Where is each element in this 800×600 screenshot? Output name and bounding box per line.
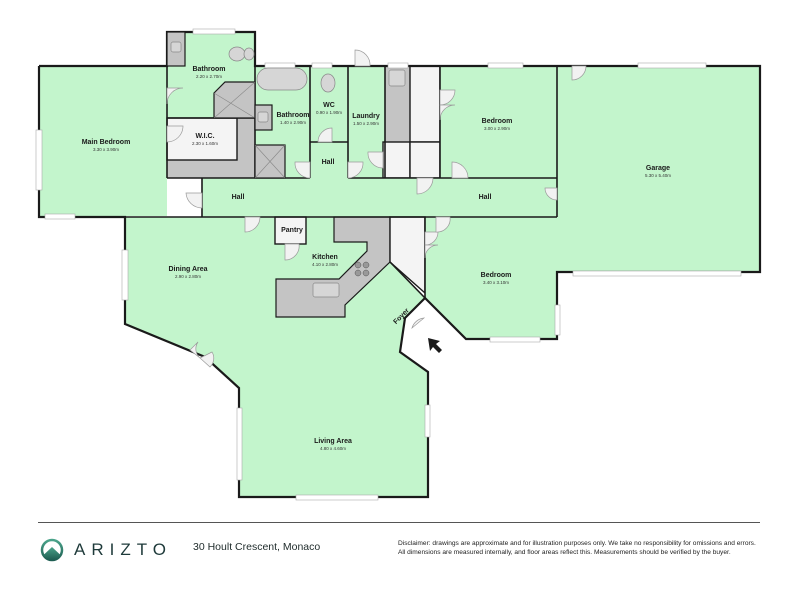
room-bedroom-3 [425,217,557,339]
brand-name: ARIZTO [74,540,173,559]
room-garage [557,66,760,272]
disclaimer: Disclaimer: drawings are approximate and… [398,539,768,557]
mountain-logo-icon [40,538,64,562]
entry-arrow-icon [428,338,442,353]
room-bedroom-2 [440,66,557,178]
room-hall-small [310,142,348,178]
room-main-bedroom [39,66,167,216]
disclaimer-line-2: All dimensions are measured internally, … [398,549,731,556]
footer-divider [38,522,760,523]
room-wic [166,117,238,161]
room-hall [202,178,557,217]
brand-logo: ARIZTO [40,538,172,562]
property-address: 30 Hoult Crescent, Monaco [193,541,321,553]
room-pantry [274,216,307,245]
disclaimer-line-1: Disclaimer: drawings are approximate and… [398,540,756,547]
floor-plan: .room { fill:#c3f5cc; } .wall { fill:non… [35,28,762,501]
